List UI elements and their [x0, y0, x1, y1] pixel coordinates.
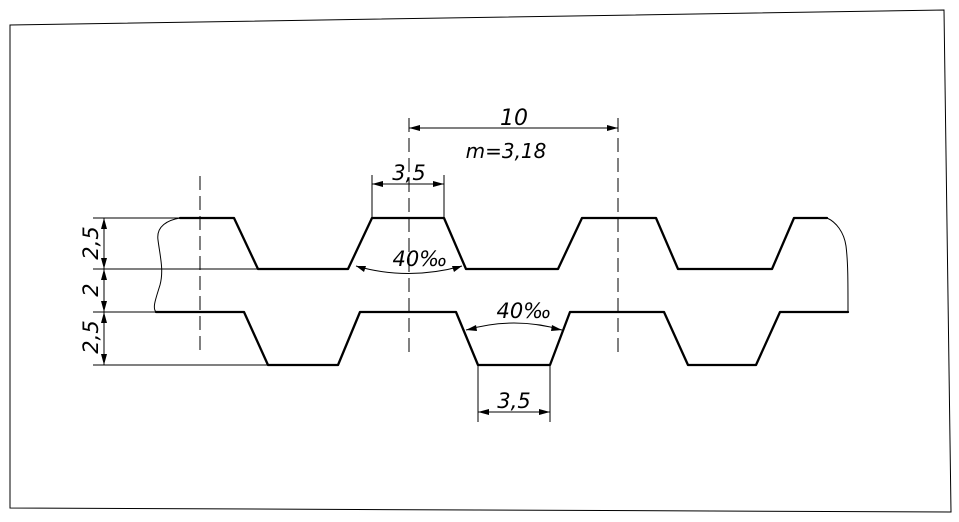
dimension-arrow [478, 409, 489, 415]
dimension-arrow [539, 409, 550, 415]
dimension-arrow [466, 325, 477, 331]
dimension-arrow [433, 181, 444, 187]
lower-profile [154, 310, 850, 367]
rib-height-lower-label: 2,5 [79, 320, 103, 353]
lower-angle-arc [465, 322, 563, 331]
gap-label: 2 [79, 283, 103, 296]
dimension-arrow [551, 325, 562, 331]
dimension-arrow [372, 181, 383, 187]
right-break-line [826, 217, 849, 313]
bottom-flange-width-label: 3,5 [497, 389, 530, 413]
upper-profile [178, 216, 829, 271]
dimension-arrow [101, 354, 107, 365]
dimension-arrow [101, 218, 107, 229]
pitch-label: 10 [500, 106, 528, 131]
rib-height-upper-label: 2,5 [79, 226, 103, 259]
drawing-frame [9, 9, 952, 513]
dimension-arrow [101, 258, 107, 269]
dimension-arrow [356, 266, 366, 272]
dimension-arrow [101, 301, 107, 312]
pitch-note-label: m=3,18 [466, 139, 547, 163]
top-flange-width-label: 3,5 [392, 161, 425, 185]
dimension-arrow [409, 125, 420, 131]
dimension-arrow [101, 269, 107, 280]
dimension-arrow [101, 312, 107, 323]
left-break-line [153, 217, 181, 313]
lower-angle-label: 40‰ [496, 299, 551, 323]
dimension-arrow [607, 125, 618, 131]
upper-angle-label: 40‰ [392, 247, 447, 271]
dimension-arrow [452, 266, 462, 272]
upper-angle-arc [355, 265, 463, 274]
